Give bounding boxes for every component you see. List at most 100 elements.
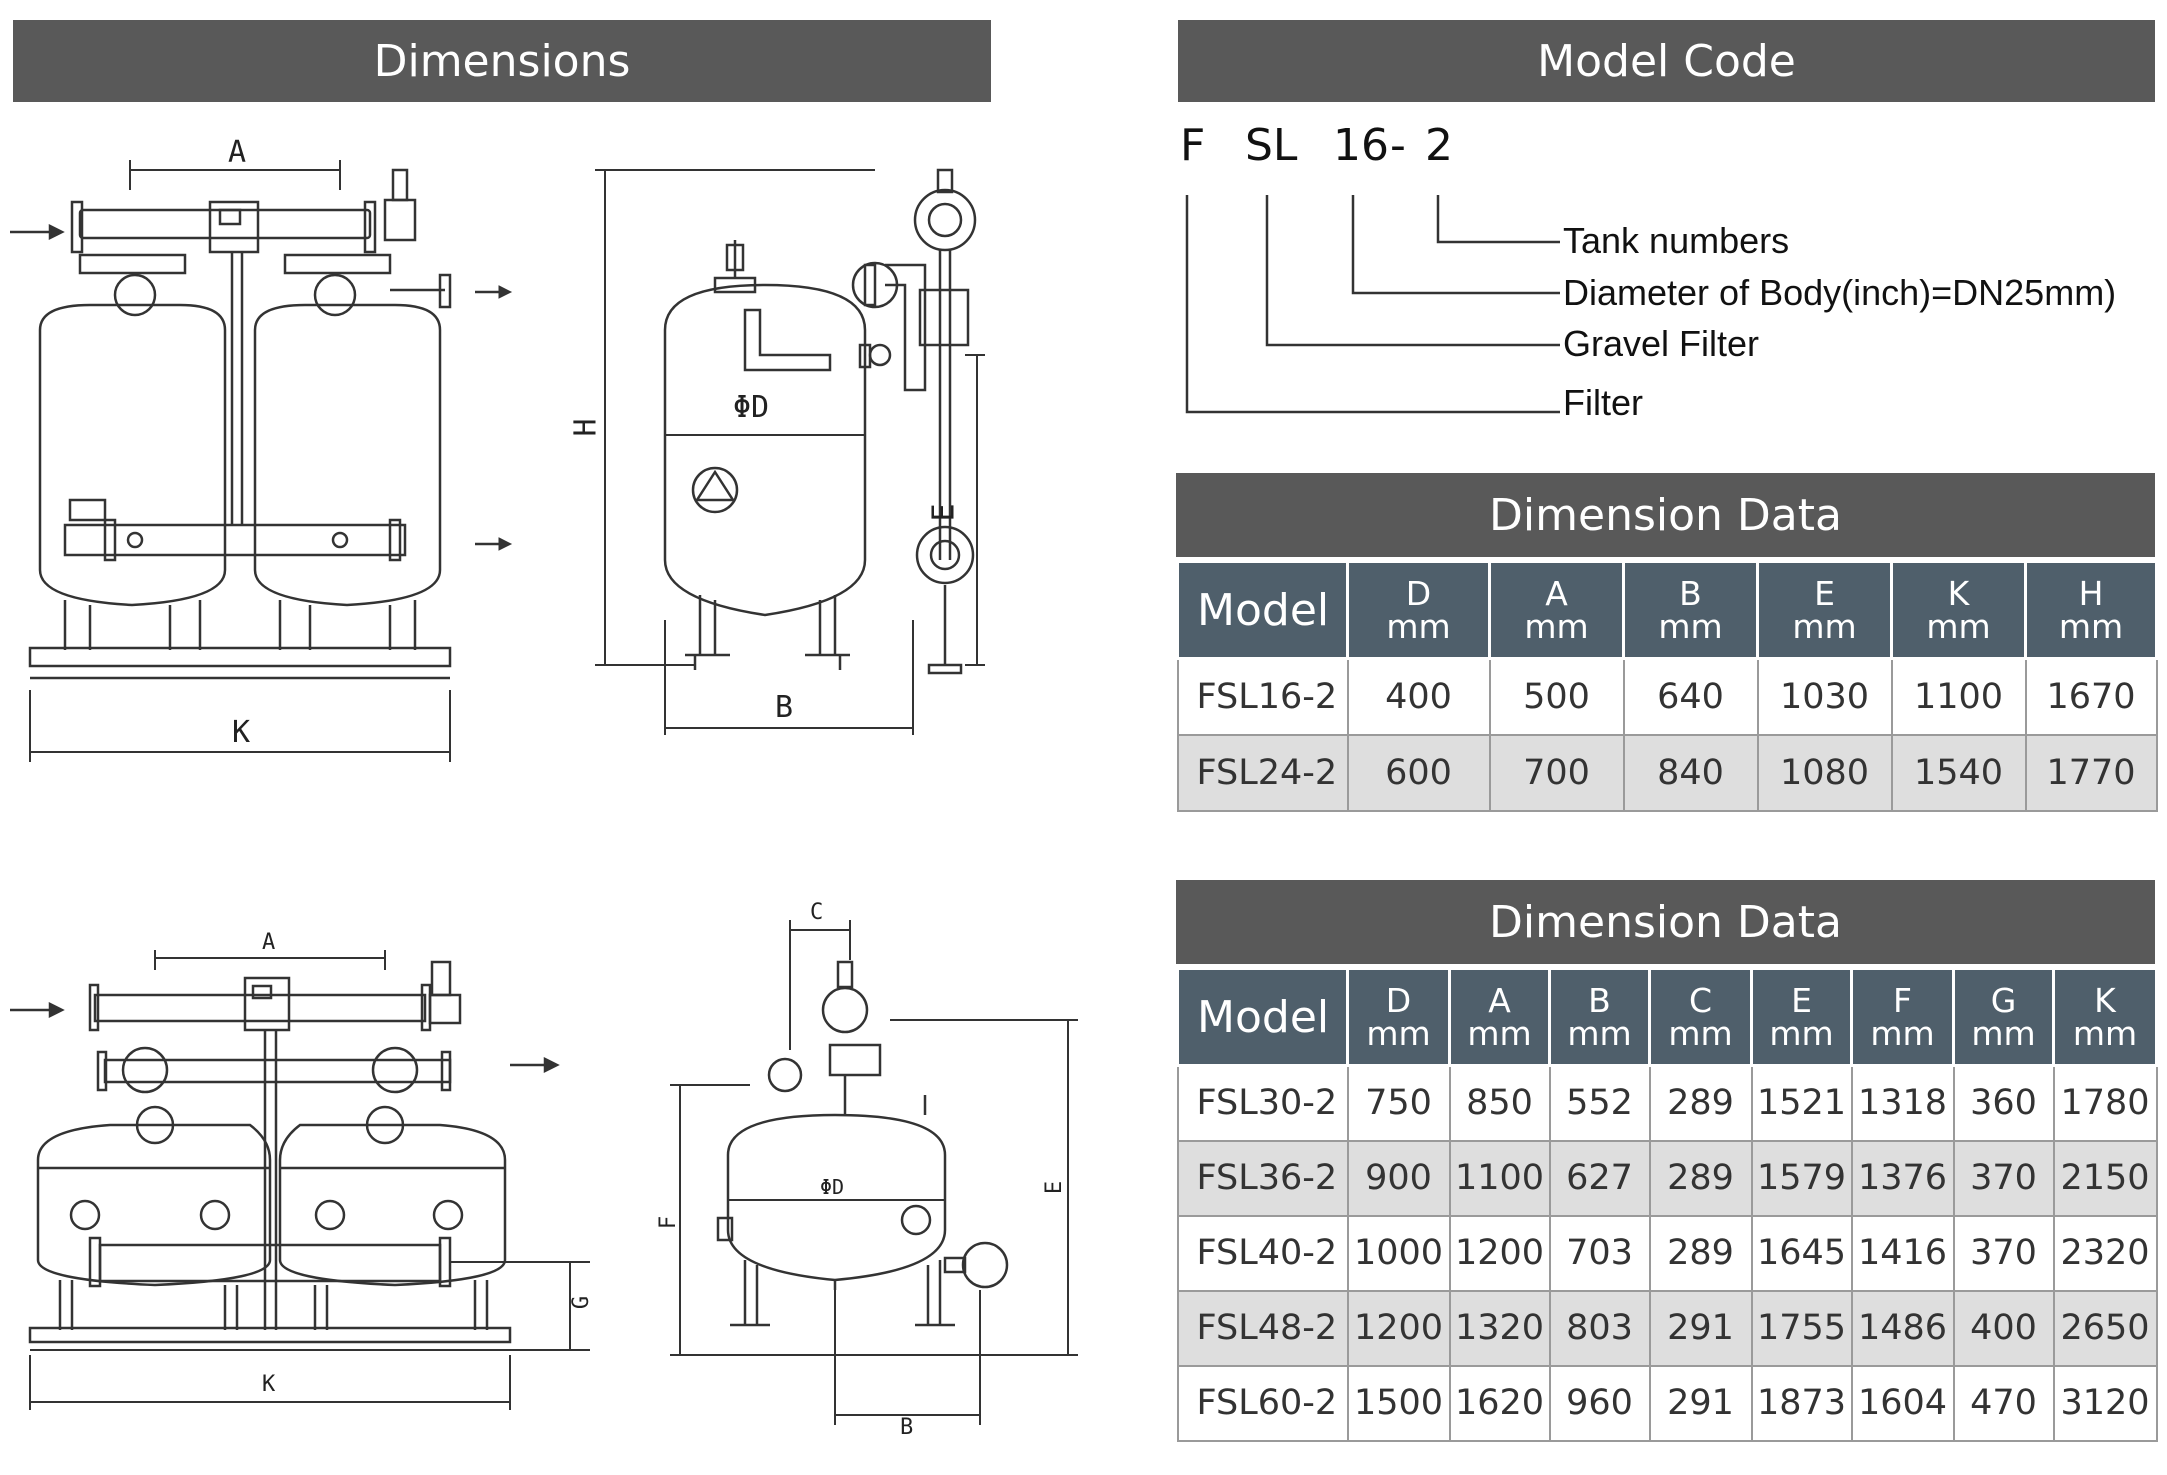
dimension-data-header-2: Dimension Data [1176,880,2155,964]
table-cell: 289 [1648,1214,1753,1292]
model-code-dash: - [1390,120,1406,171]
column-header-model: Model [1176,560,1349,660]
table-cell: 750 [1346,1064,1451,1142]
dim-label-g: G [569,1295,595,1310]
dim-label-k: K [232,715,251,750]
table-row: FSL16-2 400 500 640 1030 1100 1670 [1176,657,2158,736]
model-cell: FSL48-2 [1176,1289,1349,1367]
dimension-data-title-1: Dimension Data [1489,489,1842,541]
table-cell: 1670 [2024,657,2158,736]
table-cell: 900 [1346,1139,1451,1217]
table-cell: 1376 [1850,1139,1955,1217]
top-side-view-drawing: H ΦD E B [569,160,1005,760]
model-code-label-tank-numbers: Tank numbers [1563,220,1790,261]
table-cell: 1770 [2024,733,2158,812]
table-cell: 700 [1488,733,1625,812]
table-cell: 1100 [1890,657,2027,736]
table-cell: 400 [1346,657,1491,736]
model-code-label-gravel-filter: Gravel Filter [1563,323,1760,364]
dimensions-title: Dimensions [373,35,631,87]
table-cell: 1873 [1750,1364,1853,1442]
model-code-header: Model Code [1178,20,2155,102]
outlet-arrows [475,280,515,560]
table-cell: 500 [1488,657,1625,736]
table-cell: 370 [1952,1214,2055,1292]
table-cell: 360 [1952,1064,2055,1142]
table-cell: 1579 [1750,1139,1853,1217]
table-cell: 1000 [1346,1214,1451,1292]
table-cell: 291 [1648,1289,1753,1367]
model-cell: FSL30-2 [1176,1064,1349,1142]
model-cell: FSL36-2 [1176,1139,1349,1217]
dim-label-c: C [810,900,824,925]
dim-label-d: ΦD [733,390,770,425]
model-cell: FSL16-2 [1176,657,1349,736]
dim-label-h: H [568,418,604,437]
top-front-view-drawing: A K [10,130,460,770]
model-code-title: Model Code [1537,35,1796,87]
model-cell: FSL40-2 [1176,1214,1349,1292]
table-cell: 1521 [1750,1064,1853,1142]
table-cell: 640 [1622,657,1759,736]
dim-label-a: A [228,135,247,170]
column-header-model: Model [1176,967,1349,1067]
table-cell: 1318 [1850,1064,1955,1142]
table-cell: 1500 [1346,1364,1451,1442]
model-code-letter-sl: SL [1245,120,1298,171]
table-cell: 2150 [2052,1139,2158,1217]
table-cell: 703 [1548,1214,1651,1292]
dimension-data-header-1: Dimension Data [1176,473,2155,557]
table-cell: 850 [1448,1064,1551,1142]
table-cell: 840 [1622,733,1759,812]
table-cell: 2320 [2052,1214,2158,1292]
table-cell: 627 [1548,1139,1651,1217]
table-cell: 1200 [1448,1214,1551,1292]
table-cell: 291 [1648,1364,1753,1442]
dimension-data-title-2: Dimension Data [1489,896,1842,948]
table-cell: 1780 [2052,1064,2158,1142]
table-cell: 3120 [2052,1364,2158,1442]
table-cell: 1604 [1850,1364,1955,1442]
table-cell: 1080 [1756,733,1893,812]
bottom-front-view-drawing: A K G [10,930,610,1420]
table-cell: 1486 [1850,1289,1955,1367]
table-cell: 370 [1952,1139,2055,1217]
dimensions-header: Dimensions [13,20,991,102]
dim-label-b: B [775,690,794,725]
table-cell: 1320 [1448,1289,1551,1367]
dim-label-a-bottom: A [262,930,276,955]
table-cell: 289 [1648,1064,1753,1142]
dim-label-e-bottom: E [1042,1180,1068,1195]
model-code-letter-2: 2 [1425,120,1453,171]
dim-label-f: F [656,1215,682,1230]
table-cell: 960 [1548,1364,1651,1442]
model-code-lines [1170,180,1570,420]
model-code-label-diameter: Diameter of Body(inch)=DN25mm) [1563,272,2117,313]
model-cell: FSL24-2 [1176,733,1349,812]
table-cell: 289 [1648,1139,1753,1217]
table-cell: 1416 [1850,1214,1955,1292]
table-cell: 600 [1346,733,1491,812]
bottom-side-view-drawing: C ΦD F E B [656,900,1090,1460]
model-cell: FSL60-2 [1176,1364,1349,1442]
table-cell: 1620 [1448,1364,1551,1442]
table-cell: 400 [1952,1289,2055,1367]
dim-label-e: E [926,503,962,522]
